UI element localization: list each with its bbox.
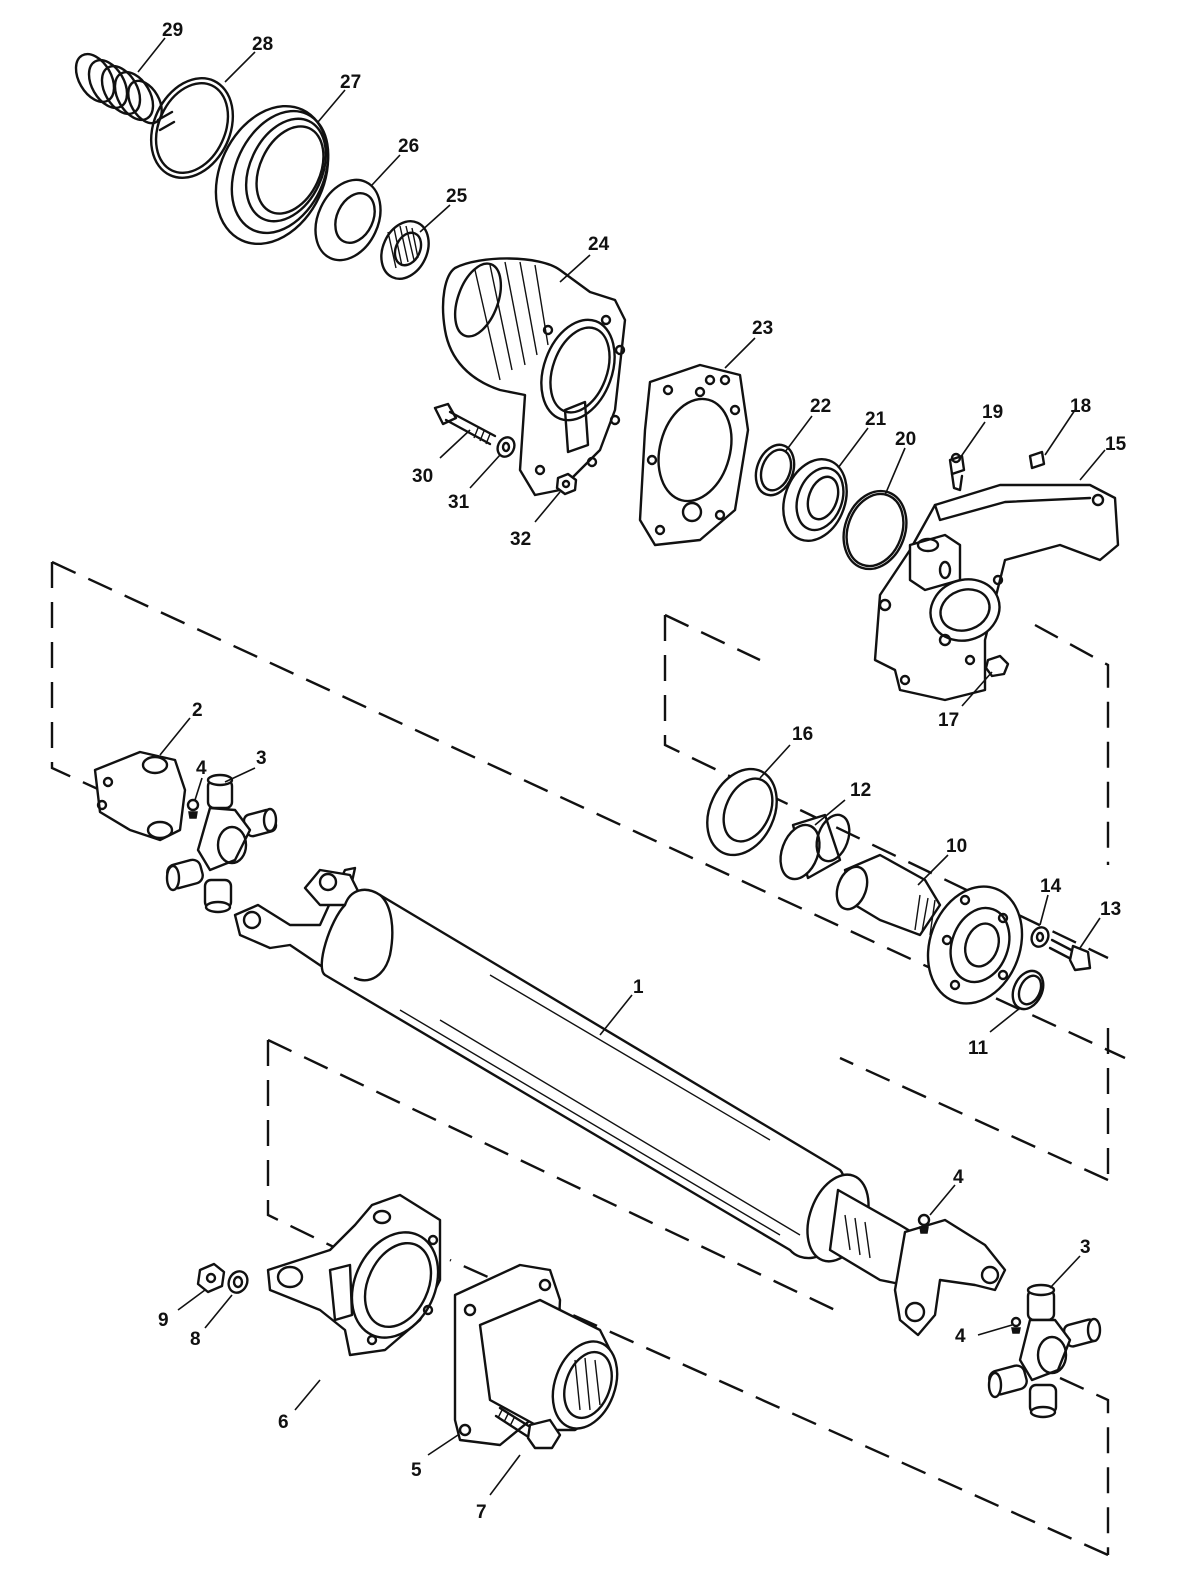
callout-4c: 4 xyxy=(955,1326,966,1347)
part-4-grease-fitting-mid xyxy=(917,1213,931,1234)
part-8-washer xyxy=(227,1270,249,1294)
callout-5: 5 xyxy=(411,1460,422,1481)
callout-26: 26 xyxy=(398,136,419,157)
part-3-universal-joint-cross-right xyxy=(987,1283,1102,1419)
callout-15: 15 xyxy=(1105,434,1127,455)
part-20-o-ring xyxy=(842,489,908,571)
part-32-nut xyxy=(555,472,578,496)
callout-1: 1 xyxy=(633,977,644,998)
part-12-bushing xyxy=(779,813,851,881)
part-14-washer xyxy=(1030,926,1050,948)
part-24-housing xyxy=(441,257,627,497)
part-5-flange-housing xyxy=(453,1263,619,1447)
part-10-stub-shaft xyxy=(835,853,1024,1005)
callout-29: 29 xyxy=(162,20,183,41)
part-17-bolt xyxy=(984,654,1010,678)
part-29-spring xyxy=(74,52,163,125)
part-2-flange-yoke xyxy=(93,750,187,842)
callout-28: 28 xyxy=(252,34,273,55)
callout-9: 9 xyxy=(158,1310,169,1331)
part-18-plug xyxy=(1028,450,1046,470)
part-25-needle-bearing xyxy=(380,220,430,280)
callout-25: 25 xyxy=(446,186,468,207)
callout-3b: 3 xyxy=(1080,1237,1091,1258)
callout-31: 31 xyxy=(448,492,470,513)
callout-6: 6 xyxy=(278,1412,289,1433)
callout-4a: 4 xyxy=(196,758,207,779)
part-28-snap-ring xyxy=(149,77,235,179)
part-30-bolt xyxy=(433,402,497,446)
callout-17: 17 xyxy=(938,710,959,731)
callout-14: 14 xyxy=(1040,876,1062,897)
callout-8: 8 xyxy=(190,1329,201,1350)
part-13-bolt xyxy=(1048,938,1092,972)
part-1-drive-shaft-tube xyxy=(233,866,1007,1337)
leader-lines xyxy=(137,37,1106,1496)
callout-19: 19 xyxy=(982,402,1003,423)
part-27-oil-seal xyxy=(214,104,330,246)
part-15-bracket xyxy=(873,483,1120,702)
callout-12: 12 xyxy=(850,780,871,801)
callout-27: 27 xyxy=(340,72,361,93)
part-19-grease-fitting xyxy=(948,452,966,492)
callout-2: 2 xyxy=(192,700,203,721)
callout-20: 20 xyxy=(895,429,916,450)
part-23-gasket xyxy=(638,363,750,547)
part-9-nut xyxy=(196,1262,226,1294)
callout-21: 21 xyxy=(865,409,887,430)
callout-3a: 3 xyxy=(256,748,267,769)
callout-22: 22 xyxy=(810,396,831,417)
callout-18: 18 xyxy=(1070,396,1091,417)
callout-16: 16 xyxy=(792,724,813,745)
part-22-snap-ring xyxy=(754,443,796,497)
part-7-bolt xyxy=(494,1406,562,1450)
part-11-ring xyxy=(1011,969,1045,1011)
part-6-mounting-bracket xyxy=(266,1193,442,1357)
part-26-washer xyxy=(314,178,382,262)
part-21-ball-bearing xyxy=(782,458,848,542)
callout-32: 32 xyxy=(510,529,531,550)
part-3-universal-joint-cross-left xyxy=(165,773,278,914)
part-31-washer xyxy=(496,436,516,458)
callout-7: 7 xyxy=(476,1502,487,1523)
callout-numbers: 29 28 27 26 25 24 23 22 21 20 19 18 15 3… xyxy=(158,20,1127,1523)
callout-4b: 4 xyxy=(953,1167,964,1188)
callout-10: 10 xyxy=(946,836,967,857)
callout-11: 11 xyxy=(968,1038,989,1059)
callout-23: 23 xyxy=(752,318,773,339)
part-4-grease-fitting-right xyxy=(1010,1316,1022,1334)
part-16-oil-seal xyxy=(706,767,778,857)
callout-13: 13 xyxy=(1100,899,1121,920)
callout-30: 30 xyxy=(412,466,433,487)
callout-24: 24 xyxy=(588,234,610,255)
part-4-grease-fitting-left xyxy=(186,798,200,819)
